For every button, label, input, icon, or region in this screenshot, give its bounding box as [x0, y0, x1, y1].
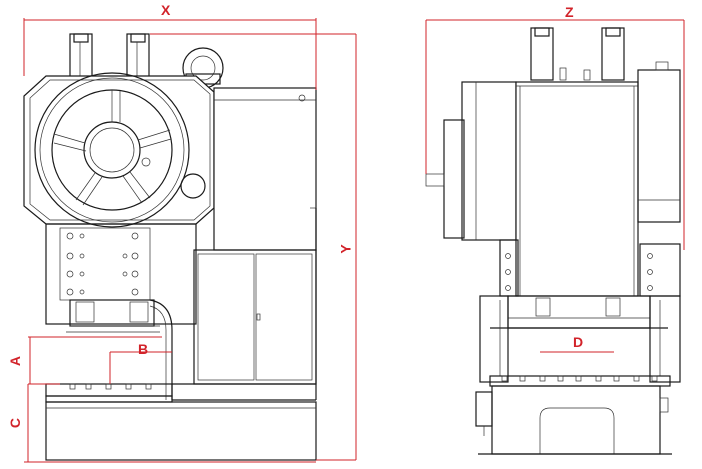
front-top-uprights	[69, 33, 150, 79]
dimension-label-c: C	[7, 417, 24, 429]
side-right-tank	[637, 61, 681, 223]
front-bed	[45, 383, 317, 461]
dimension-label-b: B	[138, 341, 149, 357]
front-dimensions	[23, 18, 357, 463]
dimension-label-a: A	[7, 355, 24, 367]
side-dimensions	[425, 19, 685, 353]
dimension-label-y: Y	[337, 244, 354, 254]
front-ram	[66, 299, 160, 333]
front-frame-body	[45, 223, 197, 400]
front-cabinet	[172, 208, 317, 401]
dimension-label-d: D	[573, 334, 584, 350]
side-top-uprights	[530, 27, 625, 81]
side-motor	[425, 81, 517, 241]
side-frame	[475, 239, 681, 455]
side-view	[425, 27, 681, 455]
dimension-label-z: Z	[565, 4, 574, 20]
side-housing	[515, 81, 639, 297]
front-knob	[180, 173, 206, 199]
front-view	[23, 33, 317, 461]
dimension-label-x: X	[161, 2, 171, 18]
flywheel	[34, 72, 190, 228]
